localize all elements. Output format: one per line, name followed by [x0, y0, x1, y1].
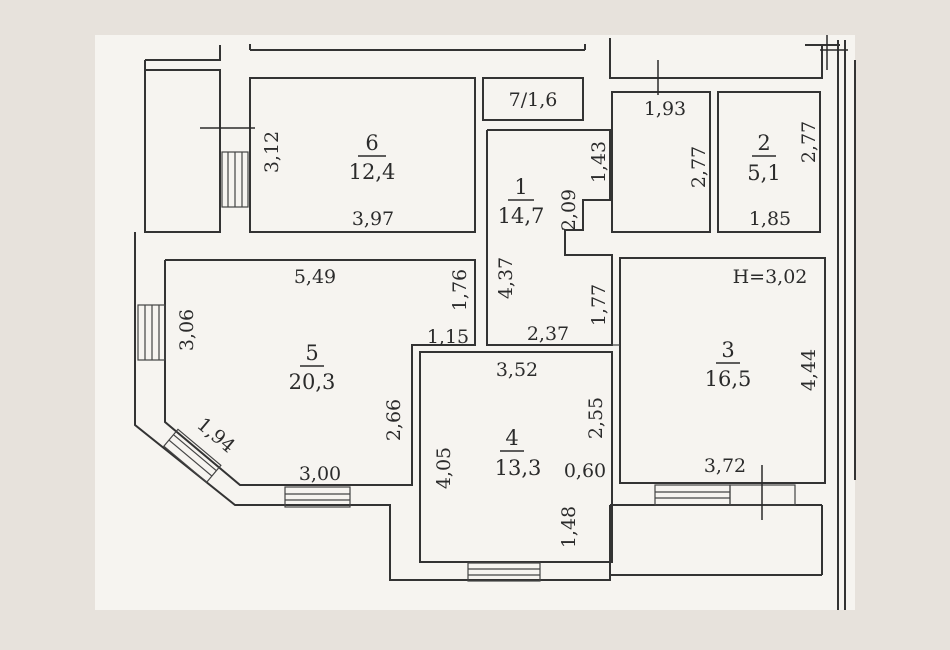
room-walls — [144, 69, 826, 563]
dim-2-77-b: 2,77 — [798, 121, 820, 163]
dim-1-77: 1,77 — [588, 284, 610, 326]
ceiling-height-label: H=3,02 — [733, 266, 808, 288]
room-3-area: 16,5 — [705, 367, 752, 391]
window-corner — [162, 428, 222, 484]
dim-3-00: 3,00 — [299, 463, 341, 485]
window-bottom-room4 — [467, 562, 541, 582]
dim-2-37: 2,37 — [527, 323, 569, 345]
room-1-number: 1 — [514, 175, 527, 199]
room-3-number: 3 — [721, 338, 734, 362]
dim-3-12: 3,12 — [261, 131, 283, 173]
dim-1-48: 1,48 — [558, 506, 580, 548]
dim-3-97: 3,97 — [352, 208, 394, 230]
dim-2-55: 2,55 — [585, 397, 607, 439]
dim-2-77-a: 2,77 — [688, 146, 710, 188]
dim-3-52: 3,52 — [496, 359, 538, 381]
dim-3-06: 3,06 — [176, 309, 198, 351]
dim-5-49: 5,49 — [294, 266, 336, 288]
room-6-label: 6 12,4 — [349, 131, 396, 184]
room-1-label: 1 14,7 — [498, 175, 545, 228]
room-2-area: 5,1 — [747, 161, 780, 185]
dim-4-05: 4,05 — [433, 447, 455, 489]
dim-1-93: 1,93 — [644, 98, 686, 120]
room-5-label: 5 20,3 — [289, 341, 336, 394]
room-2-label: 2 5,1 — [747, 131, 780, 185]
dim-1-15: 1,15 — [427, 326, 469, 348]
window-bottom-room5 — [284, 486, 351, 508]
room-3-label: 3 16,5 — [705, 338, 752, 391]
dim-1-43: 1,43 — [588, 141, 610, 183]
room-4-number: 4 — [505, 426, 518, 450]
dim-1-85: 1,85 — [749, 208, 791, 230]
room-2-number: 2 — [757, 131, 770, 155]
opening-marks — [200, 35, 848, 520]
dim-2-66: 2,66 — [383, 399, 405, 441]
window-left-upper — [221, 151, 249, 208]
windows — [137, 151, 796, 582]
room-5-number: 5 — [305, 341, 318, 365]
room-4-area: 13,3 — [495, 456, 542, 480]
dim-0-60: 0,60 — [564, 460, 606, 482]
dim-1-76: 1,76 — [449, 269, 471, 311]
dim-4-37: 4,37 — [495, 257, 517, 299]
window-left-lower — [137, 304, 166, 361]
room-1-area: 14,7 — [498, 204, 545, 228]
horizontal-dimensions: 3,97 1,93 1,85 2,37 5,49 1,15 3,00 3,52 … — [294, 98, 791, 485]
room-6-area: 12,4 — [349, 160, 396, 184]
room-4-label: 4 13,3 — [495, 426, 542, 480]
dim-4-44: 4,44 — [798, 349, 820, 391]
dim-2-09: 2,09 — [558, 189, 580, 231]
room-5-area: 20,3 — [289, 370, 336, 394]
room-7-label: 7/1,6 — [509, 89, 558, 111]
dim-3-72: 3,72 — [704, 455, 746, 477]
room-6-number: 6 — [365, 131, 378, 155]
